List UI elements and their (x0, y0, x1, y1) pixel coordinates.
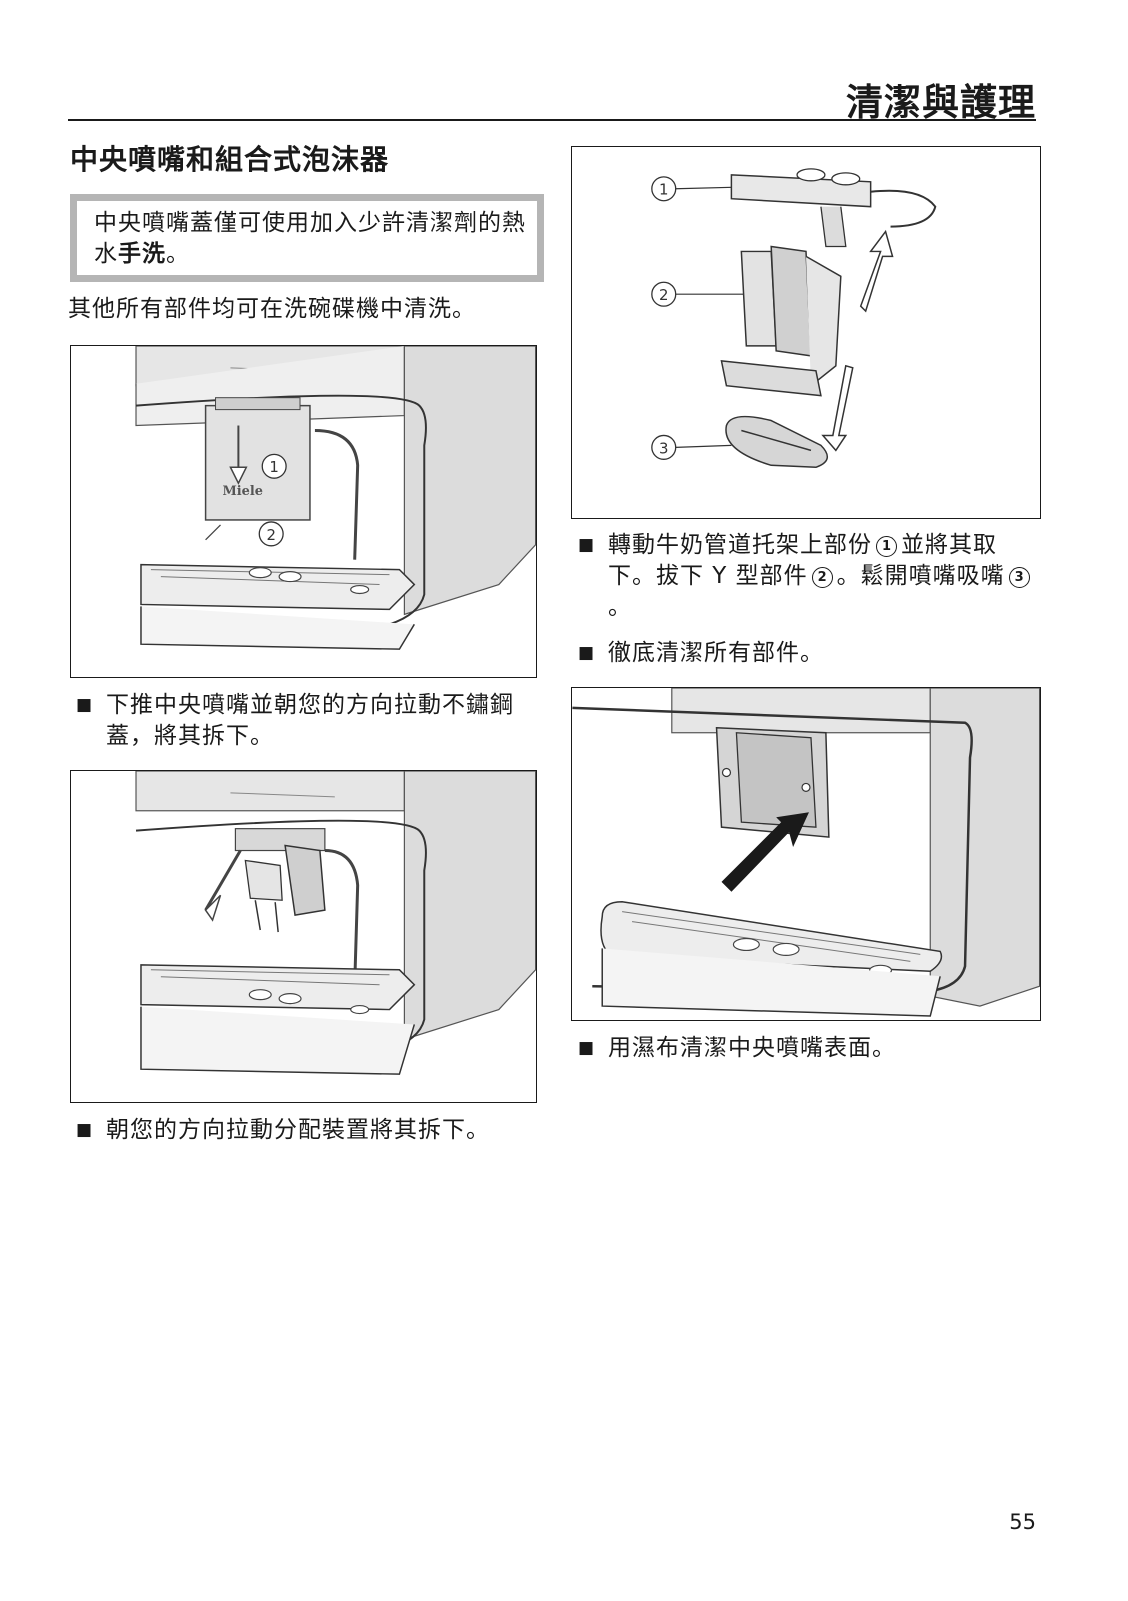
figure-remove-dispenser (70, 770, 537, 1103)
step-text-b: 並將其取下。拔下 Y 型部件 (608, 532, 997, 589)
bullet-icon: ■ (76, 695, 94, 715)
callout-2: 2 (659, 286, 668, 304)
bullet-icon: ■ (76, 1120, 94, 1140)
machine-dispenser-illustration (135, 771, 536, 1075)
step-text: 下推中央噴嘴並朝您的方向拉動不鏽鋼蓋，將其拆下。 (106, 692, 514, 749)
section-title: 中央噴嘴和組合式泡沫器 (70, 143, 390, 176)
callout-3: 3 (659, 439, 668, 457)
step-text: 用濕布清潔中央噴嘴表面。 (608, 1035, 896, 1061)
bullet-icon: ■ (578, 535, 596, 555)
step-text-d: 。 (608, 594, 632, 620)
step-remove-dispenser: ■ 朝您的方向拉動分配裝置將其拆下。 (76, 1115, 541, 1146)
step-wipe-spout: ■ 用濕布清潔中央噴嘴表面。 (578, 1033, 1040, 1064)
callout-1: 1 (659, 181, 668, 199)
notice-text-end: 。 (166, 241, 190, 267)
figure-clean-spout-surface (571, 687, 1041, 1021)
chapter-title: 清潔與護理 (846, 81, 1036, 124)
figure-remove-spout-cover: Miele 1 2 (70, 345, 537, 678)
step-text-c: 。鬆開噴嘴吸嘴 (836, 563, 1005, 589)
machine-spout-cover-illustration: Miele 1 2 (135, 346, 536, 650)
header-divider (68, 119, 1036, 121)
step-text: 徹底清潔所有部件。 (608, 640, 824, 666)
milk-parts-exploded-illustration: 1 2 3 (651, 168, 937, 469)
step-clean-parts: ■ 徹底清潔所有部件。 (578, 638, 1040, 669)
part-marker-1: 1 (876, 536, 897, 557)
intro-paragraph: 其他所有部件均可在洗碗碟機中清洗。 (68, 296, 476, 322)
brand-logo: Miele (222, 484, 263, 499)
step-text: 朝您的方向拉動分配裝置將其拆下。 (106, 1117, 490, 1143)
callout-1: 1 (269, 458, 278, 476)
part-marker-3: 3 (1008, 567, 1030, 588)
notice-text-bold: 手洗 (118, 241, 166, 267)
figure-disassemble-milk-parts: 1 2 3 (571, 146, 1041, 519)
spout-surface-illustration (572, 688, 1040, 1017)
part-marker-2: 2 (811, 567, 833, 588)
bullet-icon: ■ (578, 643, 596, 663)
notice-text-main: 中央噴嘴蓋僅可使用加入少許清潔劑的熱水 (94, 210, 526, 267)
bullet-icon: ■ (578, 1038, 596, 1058)
page-number: 55 (1009, 1510, 1036, 1534)
step-text-a: 轉動牛奶管道托架上部份 (608, 532, 872, 558)
callout-2: 2 (266, 526, 275, 544)
notice-text: 中央噴嘴蓋僅可使用加入少許清潔劑的熱水手洗。 (94, 208, 534, 270)
notice-box: 中央噴嘴蓋僅可使用加入少許清潔劑的熱水手洗。 (70, 194, 544, 282)
step-remove-cover: ■ 下推中央噴嘴並朝您的方向拉動不鏽鋼蓋，將其拆下。 (76, 690, 541, 752)
